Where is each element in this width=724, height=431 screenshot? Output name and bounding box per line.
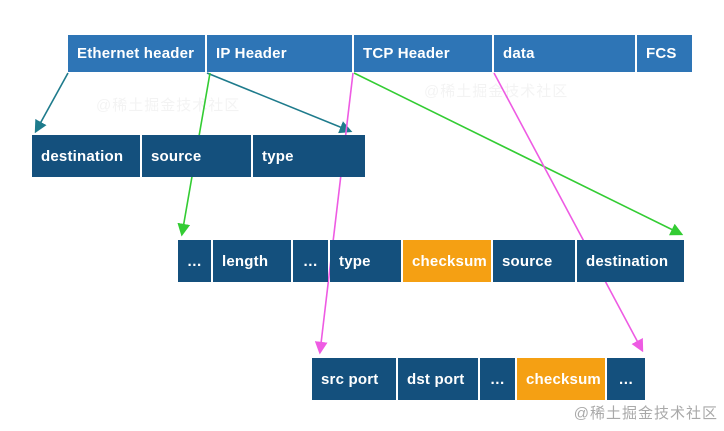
cell-ip-ellipsis-1: … bbox=[178, 240, 211, 282]
cell-fcs: FCS bbox=[637, 35, 692, 72]
juejin-watermark: @稀土掘金技术社区 bbox=[573, 405, 718, 422]
cell-tcp-checksum: checksum bbox=[517, 358, 605, 400]
cell-ip-type: type bbox=[330, 240, 401, 282]
arrow-tcp-to-fields-right bbox=[493, 72, 644, 353]
arrow-ethernet-to-fields-left bbox=[34, 72, 69, 134]
ip-header-fields-row: … length … type checksum source destinat… bbox=[178, 240, 684, 282]
cell-ip-ellipsis-2: … bbox=[293, 240, 328, 282]
cell-eth-source: source bbox=[142, 135, 251, 177]
cell-ip-source: source bbox=[493, 240, 575, 282]
cell-tcp-header: TCP Header bbox=[354, 35, 492, 72]
cell-ip-header: IP Header bbox=[207, 35, 352, 72]
faint-watermark-2: @稀土掘金技术社区 bbox=[424, 83, 569, 100]
cell-eth-type: type bbox=[253, 135, 365, 177]
cell-ip-length: length bbox=[213, 240, 291, 282]
cell-eth-destination: destination bbox=[32, 135, 140, 177]
cell-tcp-dst-port: dst port bbox=[398, 358, 478, 400]
ethernet-frame-row: Ethernet header IP Header TCP Header dat… bbox=[68, 35, 692, 72]
faint-watermark-1: @稀土掘金技术社区 bbox=[96, 97, 241, 114]
arrow-tcp-to-fields-left bbox=[314, 72, 354, 355]
cell-ip-destination: destination bbox=[577, 240, 684, 282]
cell-data: data bbox=[494, 35, 635, 72]
cell-ethernet-header: Ethernet header bbox=[68, 35, 205, 72]
cell-tcp-ellipsis-2: … bbox=[607, 358, 645, 400]
cell-ip-checksum: checksum bbox=[403, 240, 491, 282]
cell-tcp-src-port: src port bbox=[312, 358, 396, 400]
ethernet-header-fields-row: destination source type bbox=[32, 135, 365, 177]
cell-tcp-ellipsis-1: … bbox=[480, 358, 515, 400]
tcp-header-fields-row: src port dst port … checksum … bbox=[312, 358, 645, 400]
